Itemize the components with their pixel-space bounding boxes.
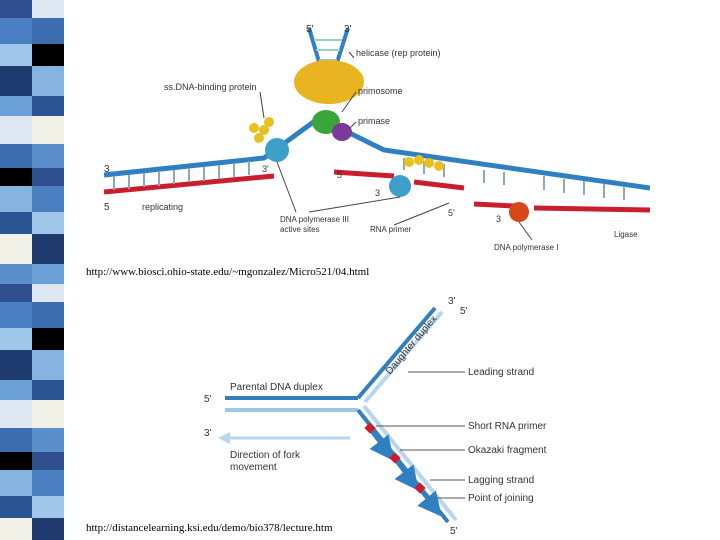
label-left-3: 3 (104, 164, 110, 175)
okazaki-fragments (364, 422, 442, 517)
stripe-block (0, 350, 32, 380)
stripe-block (32, 18, 64, 44)
stripe-block (32, 116, 64, 144)
label-lag-5: 5 (337, 170, 342, 180)
figure2-source-caption: http://distancelearning.ksi.edu/demo/bio… (86, 522, 333, 534)
label-left-5: 5 (104, 202, 110, 213)
helicase-protein (294, 60, 364, 104)
label-polymerase-iii: DNA polymerase III (280, 215, 349, 224)
stripe-block (0, 66, 32, 96)
label-bottom-5: 5' (450, 526, 458, 537)
stripe-block (32, 452, 64, 470)
stripe-block (32, 400, 64, 428)
polymerase-iii-left (265, 138, 289, 162)
label-top-5: 5' (460, 306, 468, 317)
label-mid-3: 3' (262, 164, 269, 174)
label-top-3: 3' (448, 296, 456, 307)
stripe-block (32, 496, 64, 518)
stripe-block (32, 284, 64, 302)
label-active-sites: active sites (280, 225, 320, 234)
label-primosome: primosome (358, 86, 403, 96)
stripe-block (32, 328, 64, 350)
label-right-3: 3 (496, 214, 501, 224)
stripe-block (32, 518, 64, 540)
polymerase-iii-right (389, 175, 411, 197)
stripe-block (0, 168, 32, 186)
stripe-block (0, 212, 32, 234)
stripe-block (0, 264, 32, 284)
stripe-block (32, 428, 64, 452)
label-helicase: helicase (rep protein) (356, 48, 441, 58)
label-lag-3: 3 (375, 188, 380, 198)
stripe-block (32, 186, 64, 212)
label-direction: Direction of fork (230, 450, 301, 461)
replication-fork-illustration: 5' 3' helicase (rep protein) ss.DNA-bind… (103, 24, 650, 252)
primosome-protein (312, 110, 340, 134)
label-left-5: 5' (204, 394, 212, 405)
label-rna-primer: RNA primer (370, 225, 412, 234)
stripe-block (0, 44, 32, 66)
schematic-leader-lines (376, 371, 465, 499)
label-ssbp: ss.DNA-binding protein (164, 82, 257, 92)
stripe-block (32, 144, 64, 168)
stripe-block (32, 0, 64, 18)
stripe-block (0, 116, 32, 144)
leading-arm (103, 115, 321, 195)
stripe-block (32, 264, 64, 284)
label-primase: primase (358, 116, 390, 126)
stripe-block (0, 328, 32, 350)
primase-protein (332, 123, 352, 141)
stripe-block (32, 350, 64, 380)
stripe-block (32, 470, 64, 496)
stripe-block (0, 0, 32, 18)
stripe-block (32, 302, 64, 328)
leader-lines (259, 51, 533, 241)
label-parental-duplex: Parental DNA duplex (230, 382, 323, 393)
label-leading-strand: Leading strand (468, 367, 534, 378)
stripe-block (0, 302, 32, 328)
label-okazaki-fragment: Okazaki fragment (468, 445, 547, 456)
stripe-block (0, 380, 32, 400)
stripe-block (32, 380, 64, 400)
label-left-3: 3' (204, 428, 212, 439)
stripe-block (0, 186, 32, 212)
stripe-block (0, 400, 32, 428)
stripe-block (32, 234, 64, 264)
label-polymerase-i: DNA polymerase I (494, 243, 558, 252)
label-short-rna-primer: Short RNA primer (468, 421, 547, 432)
ssb-proteins (249, 117, 444, 171)
stripe-block (0, 144, 32, 168)
stripe-block (0, 428, 32, 452)
polymerase-i (509, 202, 529, 222)
stripe-block (32, 66, 64, 96)
label-daughter-duplex: Daughter duplex (384, 314, 440, 377)
leading-lagging-schematic: 3' 5' Daughter duplex Parental DNA duple… (204, 296, 547, 537)
label-right-5: 5' (448, 208, 455, 218)
label-top-5: 5' (306, 24, 314, 35)
stripe-block (0, 452, 32, 470)
stripe-block (32, 96, 64, 116)
stripe-block (0, 234, 32, 264)
stripe-block (32, 44, 64, 66)
stripe-block (0, 496, 32, 518)
stripe-block (32, 168, 64, 186)
stripe-block (0, 18, 32, 44)
stripe-block (32, 212, 64, 234)
label-top-3: 3' (344, 24, 352, 35)
label-movement: movement (230, 462, 277, 473)
stripe-block (0, 518, 32, 540)
decorative-stripe (0, 0, 64, 540)
lagging-arm (317, 115, 650, 213)
stripe-block (0, 470, 32, 496)
stripe-block (0, 284, 32, 302)
stripe-block (0, 96, 32, 116)
label-ligase: Ligase (614, 230, 638, 239)
label-replicating: replicating (142, 202, 183, 212)
figure1-source-caption: http://www.biosci.ohio-state.edu/~mgonza… (86, 266, 370, 278)
label-point-of-joining: Point of joining (468, 493, 534, 504)
label-lagging-strand: Lagging strand (468, 475, 534, 486)
